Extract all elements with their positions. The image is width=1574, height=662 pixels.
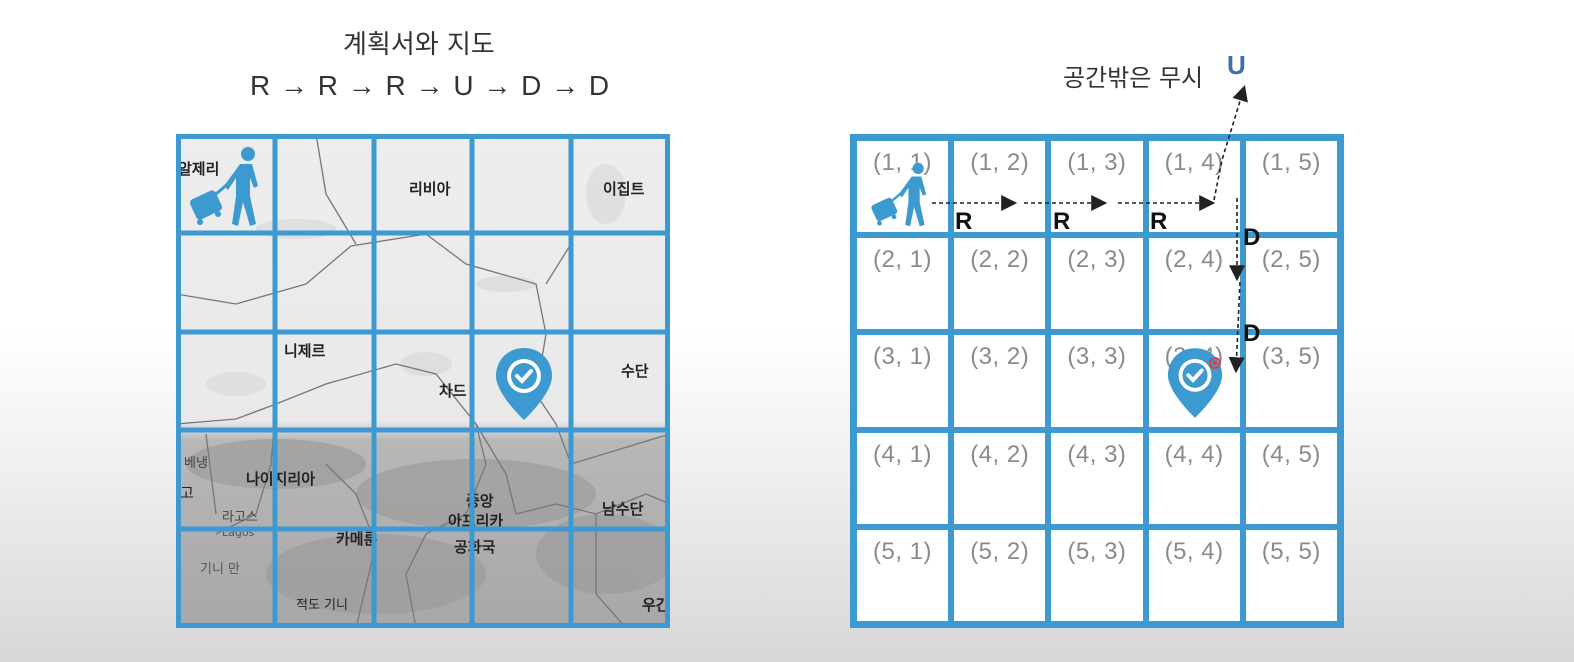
grid-cell: (4, 2) bbox=[951, 429, 1049, 527]
grid-cell: (5, 2) bbox=[951, 526, 1049, 624]
cell-label: (2, 2) bbox=[970, 246, 1030, 274]
cell-label: (1, 4) bbox=[1164, 149, 1224, 176]
grid-cell: (5, 1) bbox=[854, 526, 952, 624]
grid-cell: (4, 3) bbox=[1048, 429, 1146, 527]
traveler-icon bbox=[189, 147, 258, 226]
cell-label: (5, 2) bbox=[970, 537, 1030, 565]
label-algeria: 알제리 bbox=[178, 160, 220, 178]
cell-label: (3, 2) bbox=[970, 343, 1030, 371]
move-plan: R → R → R → U → D → D bbox=[250, 70, 611, 101]
cell-label: (5, 1) bbox=[873, 537, 933, 565]
label-libya: 리비아 bbox=[409, 180, 451, 198]
grid-cell: (2, 3) bbox=[1048, 235, 1146, 333]
cell-label: (5, 4) bbox=[1164, 537, 1224, 565]
label-nigeria: 나이지리아 bbox=[246, 470, 316, 488]
cell-label: (2, 5) bbox=[1261, 246, 1321, 274]
grid-cell: (1, 1) bbox=[854, 138, 952, 236]
grid-cell: (1, 2) bbox=[951, 138, 1049, 236]
grid-cell: (2, 5) bbox=[1242, 235, 1340, 333]
grid-cell: (3, 2) bbox=[951, 332, 1049, 430]
coordinate-grid: (1, 1) (1, 2) (1, 3) (1, 4) (1, 5) (2, 1… bbox=[850, 134, 1344, 628]
cell-label: (1, 2) bbox=[970, 149, 1030, 176]
grid-cell: (2, 4) bbox=[1145, 235, 1243, 333]
grid-cell: (1, 4) bbox=[1145, 138, 1243, 236]
label-eq-guinea: 적도 기니 bbox=[296, 598, 348, 613]
grid-cell: (3, 1) bbox=[854, 332, 952, 430]
arrow-d2 bbox=[1228, 281, 1245, 374]
move-label-d2: D bbox=[1243, 320, 1261, 347]
label-lagos: 라고스 bbox=[222, 510, 258, 525]
move-label-r3: R bbox=[1150, 208, 1168, 235]
cell-label: (1, 3) bbox=[1067, 149, 1127, 176]
cell-label: (3, 5) bbox=[1261, 343, 1321, 371]
cursor-marker-icon bbox=[1209, 357, 1221, 369]
grid-cell: (4, 5) bbox=[1242, 429, 1340, 527]
grid-cell: (2, 2) bbox=[951, 235, 1049, 333]
destination-pin-icon-grid bbox=[1167, 348, 1223, 418]
africa-map: 알제리 리비아 이집트 니제르 차드 수단 베냉 고 나이지리아 라고스 Lag… bbox=[176, 134, 670, 628]
label-togo: 고 bbox=[180, 484, 194, 502]
cell-label: (5, 3) bbox=[1067, 537, 1127, 565]
arrow-u bbox=[1213, 84, 1248, 201]
label-niger: 니제르 bbox=[284, 342, 326, 360]
cell-label: (4, 4) bbox=[1164, 440, 1224, 468]
label-egypt: 이집트 bbox=[603, 180, 645, 198]
cell-label: (5, 5) bbox=[1261, 537, 1321, 565]
map-grid bbox=[176, 134, 670, 628]
cell-label: (4, 2) bbox=[970, 440, 1030, 468]
cell-label: (4, 1) bbox=[873, 440, 933, 468]
cell-label: (3, 1) bbox=[873, 343, 933, 371]
grid-cell: (1, 3) bbox=[1048, 138, 1146, 236]
cell-label: (2, 1) bbox=[873, 246, 933, 274]
grid-cell: (4, 1) bbox=[854, 429, 952, 527]
grid-cell: (5, 4) bbox=[1145, 526, 1243, 624]
cell-label: (2, 3) bbox=[1067, 246, 1127, 274]
label-benin: 베냉 bbox=[184, 456, 208, 471]
traveler-icon-grid bbox=[871, 162, 927, 227]
move-label-r2: R bbox=[1053, 208, 1071, 235]
label-car-3: 공화국 bbox=[454, 538, 496, 556]
cell-label: (3, 3) bbox=[1067, 343, 1127, 371]
grid-cell: (3, 3) bbox=[1048, 332, 1146, 430]
cell-label: (1, 5) bbox=[1261, 149, 1321, 176]
move-label-u: U bbox=[1227, 50, 1246, 80]
cell-label: (4, 3) bbox=[1067, 440, 1127, 468]
label-uganda: 우간 bbox=[642, 596, 670, 614]
grid-cell: (2, 1) bbox=[854, 235, 952, 333]
grid-cell: (4, 4) bbox=[1145, 429, 1243, 527]
out-of-bounds-note: 공간밖은 무시 bbox=[1063, 64, 1204, 92]
label-cameroon: 카메룬 bbox=[336, 530, 378, 548]
label-car-2: 아프리카 bbox=[448, 512, 504, 530]
cell-label: (2, 4) bbox=[1164, 246, 1224, 274]
label-sudan: 수단 bbox=[621, 362, 649, 380]
label-gulf-guinea: 기니 만 bbox=[200, 562, 241, 577]
move-label-r1: R bbox=[955, 208, 973, 235]
grid-cell: (3, 5) bbox=[1242, 332, 1340, 430]
grid-cell: (5, 3) bbox=[1048, 526, 1146, 624]
grid-cell: (5, 5) bbox=[1242, 526, 1340, 624]
grid-cell: (1, 5) bbox=[1242, 138, 1340, 236]
destination-pin-icon bbox=[496, 348, 552, 420]
label-chad: 차드 bbox=[439, 382, 467, 400]
label-south-sudan: 남수단 bbox=[602, 500, 644, 518]
cell-label: (4, 5) bbox=[1261, 440, 1321, 468]
move-label-d1: D bbox=[1243, 224, 1261, 251]
diagram-title: 계획서와 지도 bbox=[343, 30, 495, 60]
